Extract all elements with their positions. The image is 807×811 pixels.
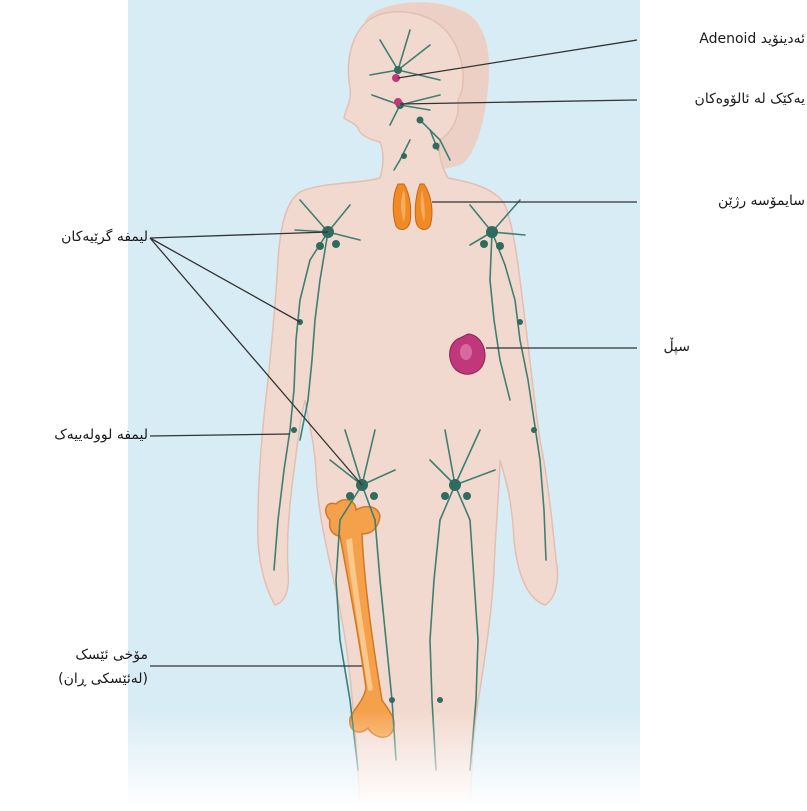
label-spleen: سپڵ <box>640 338 690 356</box>
label-adenoid: ئەدینۆید Adenoid <box>640 30 805 48</box>
label-tonsils: یەکێک لە ئالۆوەکان <box>640 90 805 108</box>
label-bone-marrow-line1: مۆخی ئێسک <box>4 646 148 664</box>
label-lymph-vessel: لیمفە لوولەییەک <box>4 426 148 444</box>
label-thymus: سایمۆسە رژێن <box>640 192 805 210</box>
bottom-fade <box>128 0 640 807</box>
label-lymph-nodes: لیمفە گرێیەکان <box>4 228 148 246</box>
label-bone-marrow-line2: (لەئێسکی ڕان) <box>4 670 148 688</box>
